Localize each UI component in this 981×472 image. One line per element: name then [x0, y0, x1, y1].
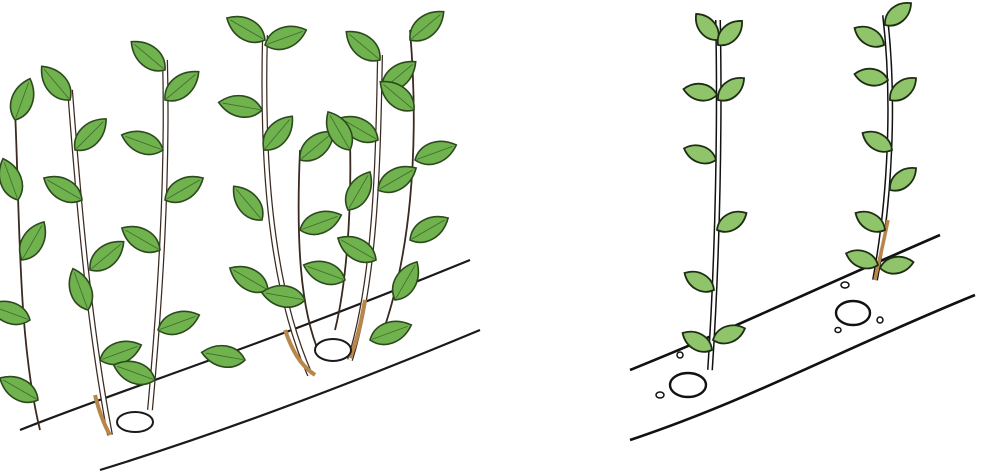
stems — [15, 30, 414, 435]
soil-line-upper — [630, 235, 940, 370]
right-panel-single-stems — [610, 0, 981, 472]
stem-cluster-drawing — [0, 0, 560, 472]
single-stems-drawing — [610, 0, 981, 472]
stem-one — [710, 20, 719, 370]
leaves — [0, 4, 460, 409]
left-panel-stem-cluster — [0, 0, 560, 472]
soil-line-lower — [630, 295, 975, 440]
